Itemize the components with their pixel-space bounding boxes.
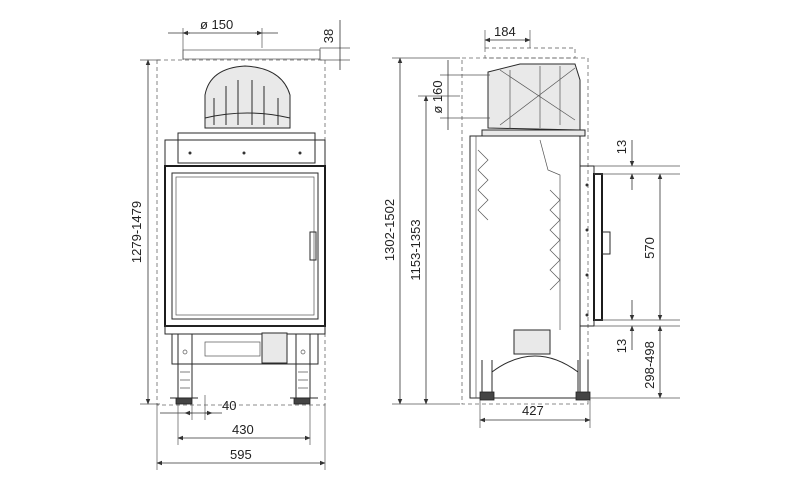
side-view [461,47,611,405]
front-height-range-label: 1279-1479 [129,201,144,263]
side-top-gap-label: 13 [614,140,629,154]
side-flue-height-label: 1153-1353 [408,219,423,280]
side-flue-diameter-label: ø 160 [430,80,445,113]
side-depth-label: 427 [522,403,544,418]
side-door-height-label: 570 [642,237,657,259]
front-top-offset-label: 38 [321,29,336,43]
side-flue-offset-label: 184 [494,24,516,39]
side-base-height-label: 298-498 [642,341,657,389]
side-total-height-label: 1302-1502 [382,199,397,261]
front-total-width-label: 595 [230,447,252,462]
front-leg-spacing-label: 40 [222,398,236,413]
front-flue-diameter-label: ø 150 [200,17,233,32]
front-base-width-label: 430 [232,422,254,437]
side-dimensions: 184 ø 160 1302-1502 1153-1353 13 570 13 [382,24,680,428]
front-dimensions: ø 150 38 1279-1479 40 430 595 [129,17,350,470]
side-bottom-gap-label: 13 [614,339,629,353]
front-view [156,48,326,406]
